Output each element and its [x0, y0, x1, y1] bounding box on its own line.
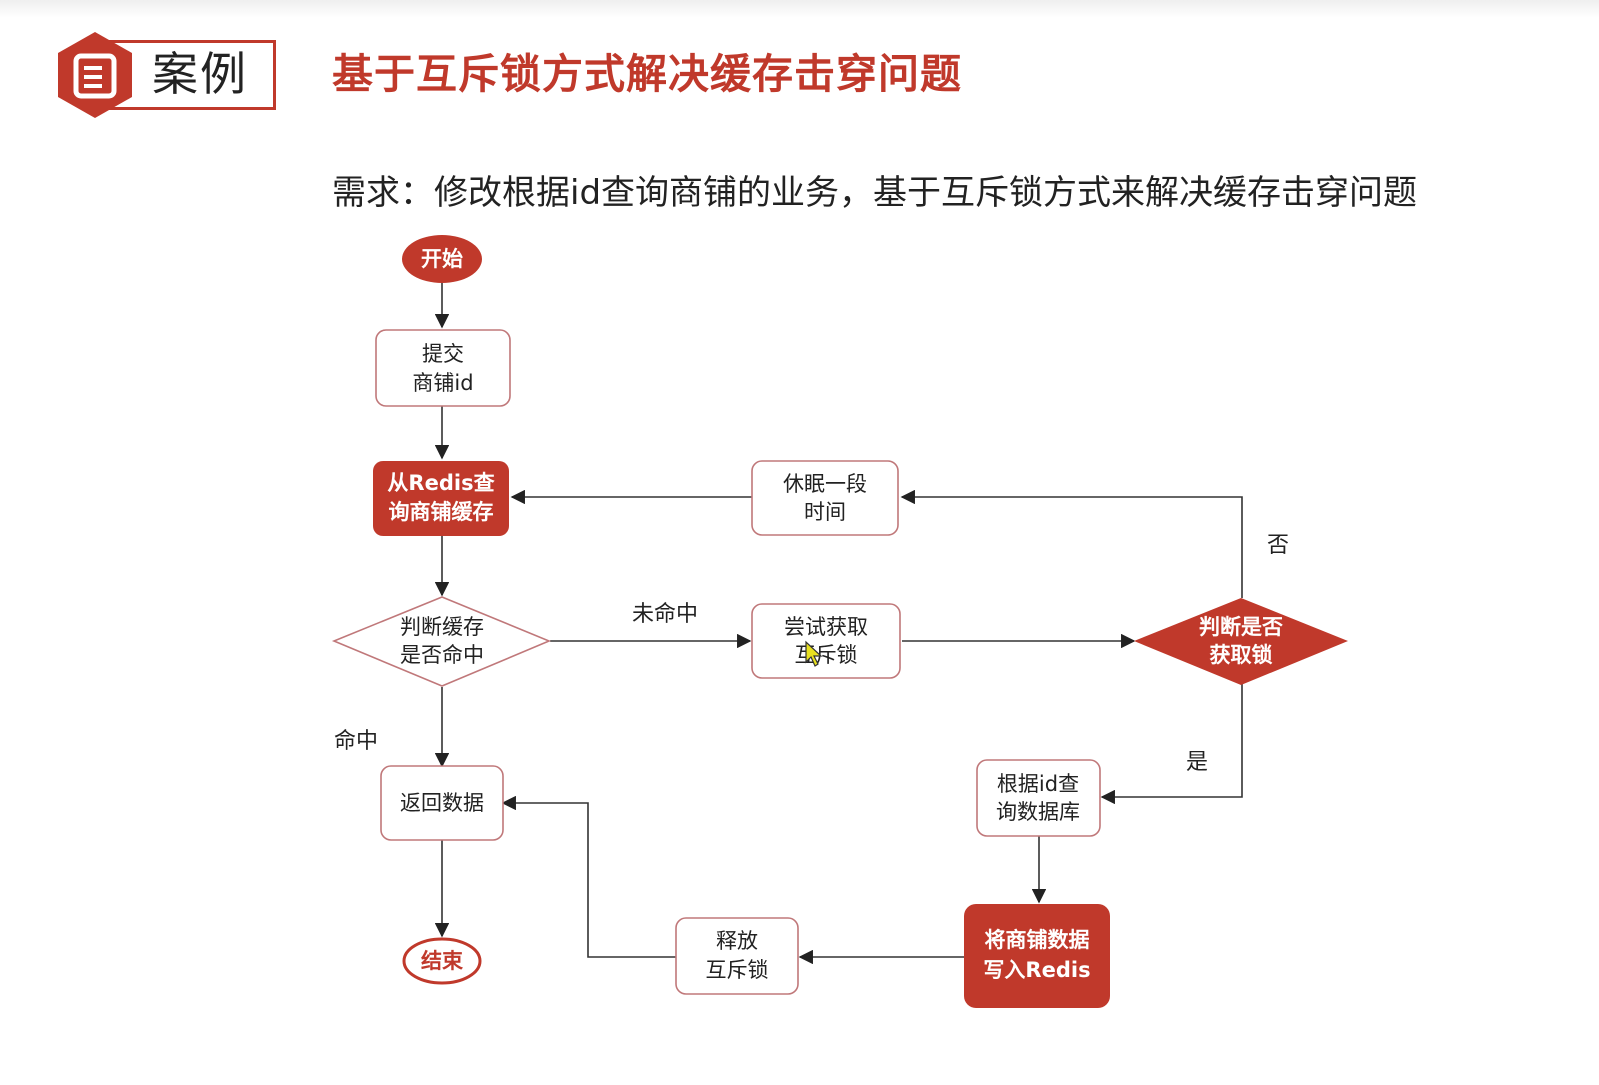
node-check-cache-line1: 判断缓存 — [400, 615, 484, 639]
node-write-redis-line2: 写入Redis — [983, 958, 1090, 982]
node-check-lock-line2: 获取锁 — [1210, 643, 1273, 667]
node-release-lock: 释放 互斥锁 — [675, 917, 799, 995]
edge-label-hit: 命中 — [334, 729, 378, 754]
node-try-lock: 尝试获取 互斥锁 — [751, 603, 901, 679]
node-query-db-line2: 询数据库 — [996, 800, 1080, 824]
page-title: 基于互斥锁方式解决缓存击穿问题 — [332, 50, 962, 98]
node-check-cache-line2: 是否命中 — [400, 643, 484, 667]
edge-label-yes: 是 — [1186, 750, 1208, 775]
edge-checklock-sleep — [900, 489, 1243, 598]
node-check-lock-acquired: 判断是否 获取锁 — [1134, 598, 1348, 685]
node-try-lock-line2: 互斥锁 — [795, 643, 858, 667]
node-start-label: 开始 — [421, 247, 463, 271]
node-start: 开始 — [402, 235, 482, 283]
node-release-line1: 释放 — [716, 929, 758, 953]
edge-release-return — [501, 795, 676, 958]
node-return-data: 返回数据 — [380, 765, 504, 841]
node-query-redis-line2: 询商铺缓存 — [389, 500, 494, 524]
node-check-cache-hit: 判断缓存 是否命中 — [331, 596, 552, 687]
node-sleep: 休眠一段 时间 — [751, 460, 899, 536]
node-submit-line1: 提交 — [422, 342, 464, 366]
window-top-strip — [0, 0, 1599, 18]
node-write-redis: 将商铺数据 写入Redis — [964, 904, 1110, 1008]
node-query-redis-line1: 从Redis查 — [387, 471, 494, 495]
node-release-line2: 互斥锁 — [706, 958, 769, 982]
document-icon — [58, 32, 132, 118]
node-end: 结束 — [402, 937, 482, 985]
node-sleep-line2: 时间 — [804, 500, 846, 524]
node-check-lock-line1: 判断是否 — [1199, 615, 1283, 639]
node-query-db-line1: 根据id查 — [997, 772, 1079, 796]
node-submit-shop-id: 提交 商铺id — [375, 329, 511, 407]
node-write-redis-line1: 将商铺数据 — [985, 928, 1090, 952]
node-submit-line2: 商铺id — [412, 371, 473, 395]
edge-checklock-querydb — [1100, 684, 1243, 805]
case-badge-label: 案例 — [152, 47, 248, 101]
node-try-lock-line1: 尝试获取 — [784, 615, 868, 639]
requirement-text: 需求：修改根据id查询商铺的业务，基于互斥锁方式来解决缓存击穿问题 — [332, 173, 1418, 213]
edge-label-miss: 未命中 — [632, 602, 698, 627]
node-query-redis: 从Redis查 询商铺缓存 — [373, 461, 509, 536]
edge-label-no: 否 — [1267, 533, 1289, 558]
node-sleep-line1: 休眠一段 — [783, 472, 867, 496]
mouse-cursor-icon — [805, 640, 823, 667]
node-end-label: 结束 — [421, 949, 464, 973]
node-return-data-label: 返回数据 — [400, 791, 484, 815]
node-query-database: 根据id查 询数据库 — [976, 759, 1101, 837]
